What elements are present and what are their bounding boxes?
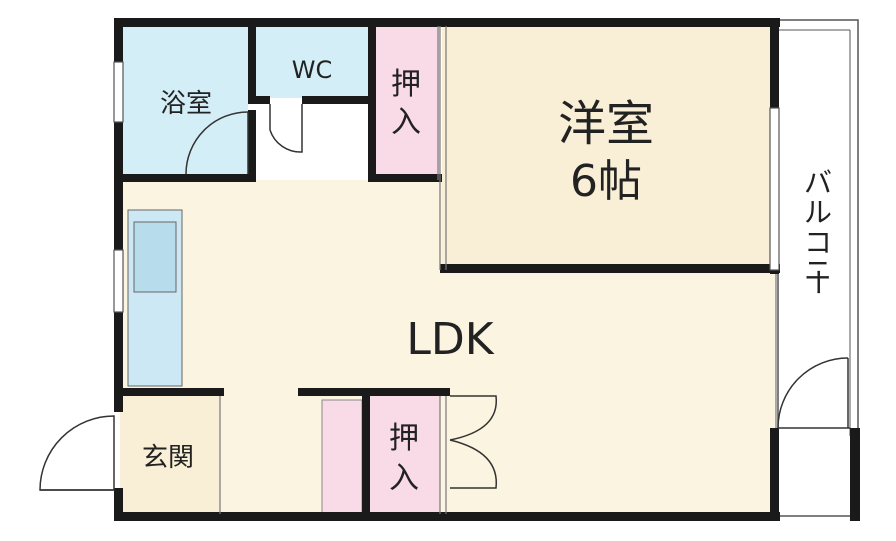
western-room-size: 6帖: [570, 156, 642, 207]
balcony-label-4: ニ: [804, 254, 832, 287]
closet-bottom-floor: [368, 394, 440, 514]
closet-top-label-1: 押: [391, 67, 421, 102]
windows: [113, 61, 780, 313]
bath-label: 浴室: [160, 89, 212, 119]
closet-bottom-door-swing-2: [449, 439, 497, 489]
entrance-door-swing: [39, 415, 115, 491]
balcony-label-5: ー: [801, 268, 834, 296]
wc-door-swing: [269, 104, 303, 153]
balcony-label-3: コ: [804, 226, 832, 259]
balcony-label-2: ル: [804, 196, 832, 229]
balcony-floor: [777, 19, 859, 517]
closet-top-floor: [374, 26, 440, 178]
entrance-label: 玄関: [142, 443, 194, 473]
bath-door-swing: [185, 111, 249, 175]
closet-top-label-2: 入: [391, 105, 421, 140]
bath-floor: [120, 26, 248, 180]
partitions: [219, 26, 777, 514]
balcony-label-1: バ: [804, 166, 832, 199]
doors: [39, 104, 850, 491]
kitchen-sink: [133, 221, 177, 293]
western-room-label: 洋室: [558, 96, 654, 152]
closet-bottom-label-1: 押: [389, 421, 419, 456]
western-room-floor: [442, 26, 776, 270]
closet-bottom-left-floor: [321, 399, 363, 515]
ldk-label: LDK: [406, 314, 494, 365]
walls: [114, 18, 860, 521]
entrance-floor: [120, 396, 220, 516]
wc-floor: [252, 26, 370, 98]
wc-label: WC: [292, 56, 333, 84]
closet-bottom-door-swing: [449, 395, 497, 441]
closet-bottom-label-2: 入: [389, 461, 419, 496]
balcony-door-swing: [777, 357, 849, 429]
